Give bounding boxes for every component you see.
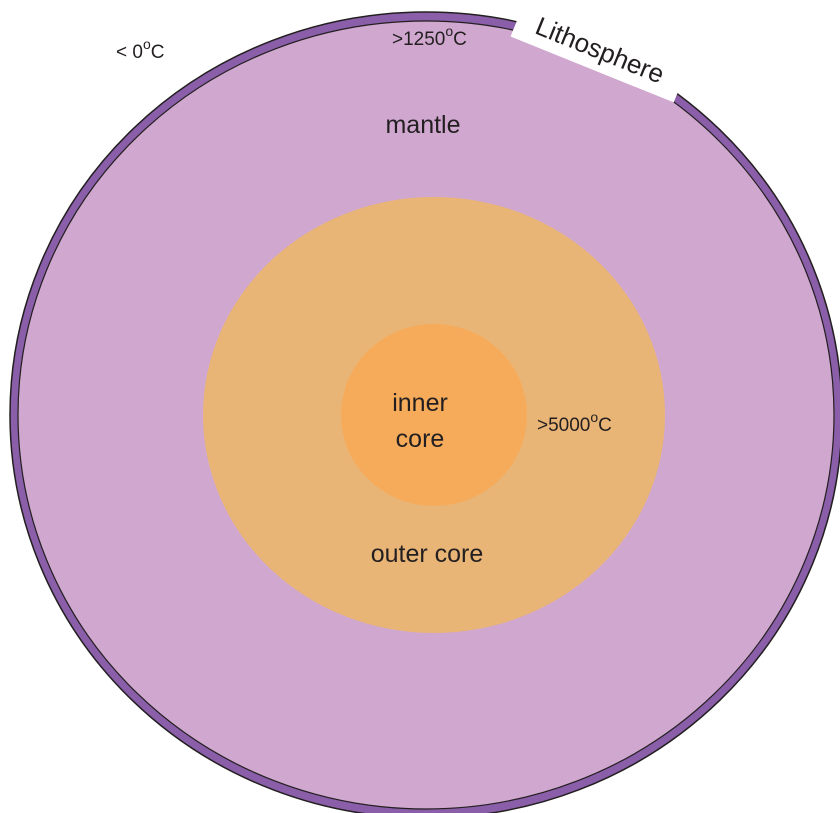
core-temperature-value: >5000 — [537, 415, 590, 436]
surface-temperature-value: < 0 — [116, 42, 143, 63]
inner-core-layer — [341, 324, 527, 506]
lithosphere-base-temperature-label: >1250oC — [392, 23, 467, 50]
core-temperature-unit: C — [598, 415, 612, 436]
lithosphere-base-temperature-degree: o — [445, 23, 453, 39]
core-temperature-label: >5000oC — [537, 409, 612, 436]
core-temperature-degree: o — [590, 409, 598, 425]
lithosphere-label-background — [510, 0, 690, 103]
mantle-label: mantle — [385, 111, 460, 139]
lithosphere-base-temperature-value: >1250 — [392, 29, 445, 50]
surface-temperature-unit: C — [151, 42, 165, 63]
surface-temperature-label: < 0oC — [116, 36, 164, 63]
lithosphere-base-temperature-unit: C — [453, 29, 467, 50]
inner-core-label-line1: inner — [392, 389, 448, 417]
surface-temperature-degree: o — [143, 36, 151, 52]
outer-core-label: outer core — [371, 540, 484, 568]
inner-core-label-line2: core — [396, 425, 445, 453]
